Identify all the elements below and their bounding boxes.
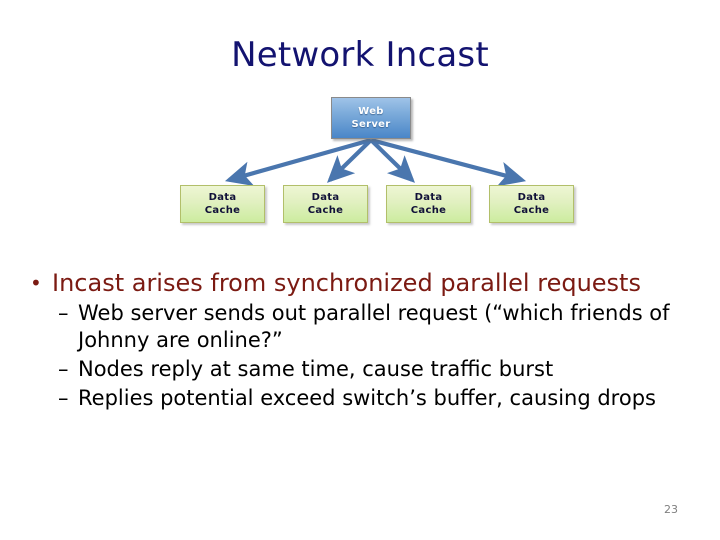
incast-diagram: Web Server Data Cache Data Cache Data Ca… xyxy=(0,88,720,238)
bullet-marker-icon: • xyxy=(30,271,42,295)
diagram-arrows-svg xyxy=(224,137,527,187)
bullet-level2-3-text: Replies potential exceed switch’s buffer… xyxy=(78,386,656,410)
data-cache-3-label-line2: Cache xyxy=(410,205,447,216)
web-server-label-line1: Web xyxy=(358,106,384,117)
data-cache-1-label-line1: Data xyxy=(208,192,237,203)
page-number: 23 xyxy=(664,503,678,516)
bullet-level1: • Incast arises from synchronized parall… xyxy=(0,268,720,298)
bullet-level1-text: Incast arises from synchronized parallel… xyxy=(52,269,641,297)
arrow-server-to-cache-4 xyxy=(370,137,527,187)
arrow-server-to-cache-2 xyxy=(326,138,373,183)
data-cache-4-label-line2: Cache xyxy=(513,205,550,216)
data-cache-2-label-line2: Cache xyxy=(307,205,344,216)
node-web-server[interactable]: Web Server xyxy=(331,97,411,139)
dash-marker-icon: – xyxy=(58,301,69,325)
web-server-label-line2: Server xyxy=(351,119,391,130)
data-cache-1-label-line2: Cache xyxy=(204,205,241,216)
node-data-cache-1[interactable]: Data Cache xyxy=(180,185,265,223)
dash-marker-icon: – xyxy=(58,386,69,410)
node-data-cache-3[interactable]: Data Cache xyxy=(386,185,471,223)
node-data-cache-4[interactable]: Data Cache xyxy=(489,185,574,223)
bullet-level2-2-text: Nodes reply at same time, cause traffic … xyxy=(78,357,554,381)
data-cache-2-label-line1: Data xyxy=(311,192,340,203)
bullet-level2-1: – Web server sends out parallel request … xyxy=(0,300,720,354)
node-data-cache-2[interactable]: Data Cache xyxy=(283,185,368,223)
arrow-server-to-cache-1 xyxy=(224,137,372,186)
data-cache-4-label-line1: Data xyxy=(517,192,546,203)
bullet-level2-1-text: Web server sends out parallel request (“… xyxy=(78,301,670,352)
page-title: Network Incast xyxy=(231,35,489,75)
data-cache-3-label-line1: Data xyxy=(414,192,443,203)
dash-marker-icon: – xyxy=(58,357,69,381)
slide-body: • Incast arises from synchronized parall… xyxy=(0,268,720,412)
bullet-level2-3: – Replies potential exceed switch’s buff… xyxy=(0,385,720,412)
bullet-level2-2: – Nodes reply at same time, cause traffi… xyxy=(0,356,720,383)
arrow-server-to-cache-3 xyxy=(369,138,416,183)
